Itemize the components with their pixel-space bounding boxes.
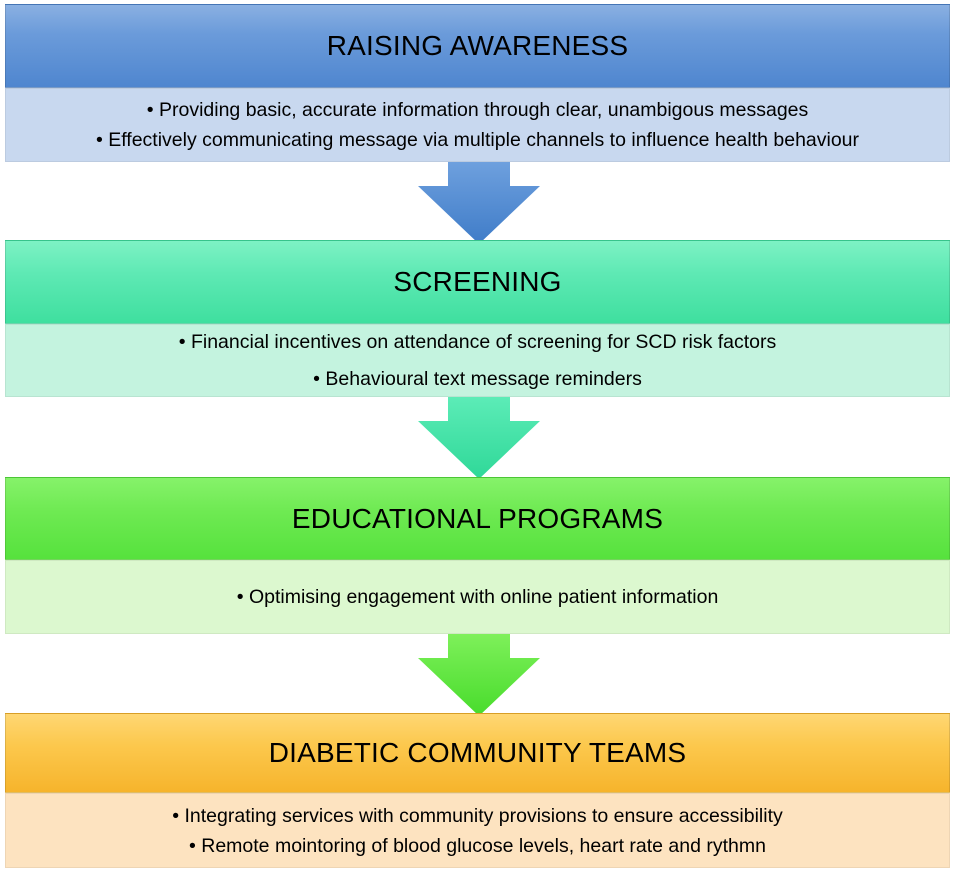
down-arrow-2-icon xyxy=(418,397,540,479)
screening-body: Financial incentives on attendance of sc… xyxy=(5,324,950,397)
raising-awareness-body: Providing basic, accurate information th… xyxy=(5,88,950,162)
educational-programs-header: EDUCATIONAL PROGRAMS xyxy=(5,477,950,560)
raising-awareness-header: RAISING AWARENESS xyxy=(5,4,950,88)
list-item: Effectively communicating message via mu… xyxy=(96,125,859,155)
educational-programs-body: Optimising engagement with online patien… xyxy=(5,560,950,634)
list-item: Providing basic, accurate information th… xyxy=(147,95,808,125)
diabetic-community-teams-header: DIABETIC COMMUNITY TEAMS xyxy=(5,713,950,793)
down-arrow-1-icon xyxy=(418,162,540,244)
raising-awareness-title: RAISING AWARENESS xyxy=(326,30,629,61)
educational-programs-title: EDUCATIONAL PROGRAMS xyxy=(291,502,664,534)
diabetic-community-teams-title: DIABETIC COMMUNITY TEAMS xyxy=(268,737,687,768)
screening-title: SCREENING xyxy=(393,266,562,297)
down-arrow-3-icon xyxy=(418,634,540,716)
list-item: Remote mointoring of blood glucose level… xyxy=(189,831,766,861)
list-item: Behavioural text message reminders xyxy=(313,361,642,398)
list-item: Financial incentives on attendance of sc… xyxy=(179,324,776,361)
screening-header: SCREENING xyxy=(5,240,950,324)
diabetic-community-teams-body: Integrating services with community prov… xyxy=(5,793,950,868)
list-item: Integrating services with community prov… xyxy=(172,801,783,831)
list-item: Optimising engagement with online patien… xyxy=(237,582,718,612)
